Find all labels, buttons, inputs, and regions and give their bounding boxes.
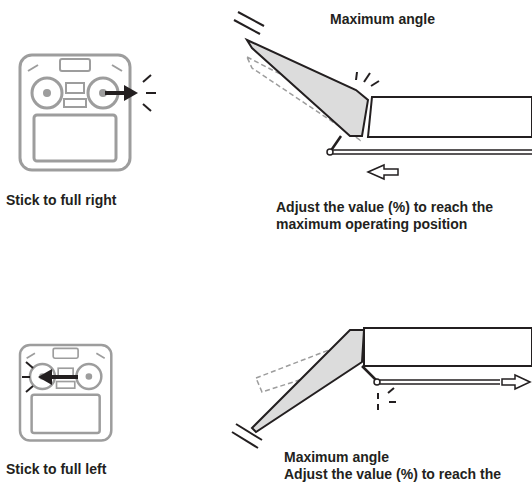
angle-label: Maximum angle [330,11,520,28]
burst-lines [22,362,33,392]
instruction-note: Adjust the value (%) to reach the maximu… [276,199,528,233]
angle-label: Maximum angle [284,449,524,466]
wing-top [234,12,532,179]
burst-lines [143,75,156,111]
wing-bottom [232,328,532,448]
instruction-note: Adjust the value (%) to reach the [284,466,530,483]
stick-label: Stick to full left [6,461,176,478]
stick-label: Stick to full right [6,192,176,209]
